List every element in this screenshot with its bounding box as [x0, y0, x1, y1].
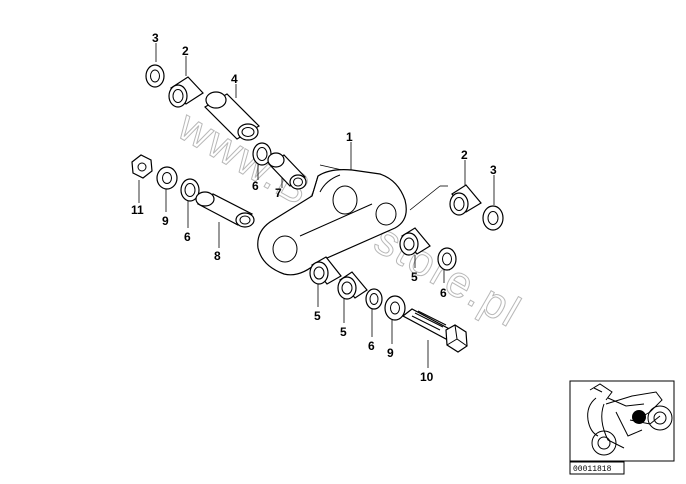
part-11-nut: [131, 154, 153, 179]
part-9-washer-lower: [384, 295, 406, 321]
callout-9-left: 9: [162, 214, 169, 228]
callout-10: 10: [420, 370, 434, 384]
leader-lines: [138, 43, 495, 368]
part-10-bolt: [401, 308, 468, 353]
part-3-washer-left: [145, 64, 165, 88]
part-7-sleeve: [267, 152, 307, 190]
callout-9-lower: 9: [387, 346, 394, 360]
part-9-washer-left: [156, 166, 178, 190]
part-6-seal-right: [437, 247, 457, 271]
part-6-seal-lower: [365, 288, 383, 310]
callout-3-right: 3: [490, 163, 497, 177]
callout-5-lower-b: 5: [340, 325, 347, 339]
part-2-bearing-left: [168, 76, 204, 108]
callout-6-lower: 6: [368, 339, 375, 353]
part-5-bearing-lower-b: [337, 271, 368, 300]
part-4-sleeve: [204, 91, 260, 141]
part-3-washer-right: [482, 205, 504, 231]
part-1-lever: [257, 169, 407, 276]
part-6-seal-left: [180, 178, 200, 202]
callout-8: 8: [214, 249, 221, 263]
callout-6-upper: 6: [252, 179, 259, 193]
part-2-bearing-right: [449, 184, 482, 216]
callout-2-right: 2: [461, 148, 468, 162]
location-marker: [632, 410, 646, 424]
callout-6-left: 6: [184, 230, 191, 244]
vehicle-thumbnail: 00011818: [569, 380, 675, 475]
part-5-bearing-right: [399, 227, 431, 256]
callout-4: 4: [231, 72, 238, 86]
callout-3-left: 3: [152, 31, 159, 45]
callout-5-right: 5: [411, 270, 418, 284]
callout-5-lower-a: 5: [314, 309, 321, 323]
callout-2-left: 2: [182, 44, 189, 58]
callout-6-right: 6: [440, 286, 447, 300]
part-8-sleeve: [195, 191, 255, 228]
callout-7: 7: [275, 186, 282, 200]
callout-1: 1: [346, 130, 353, 144]
callout-11: 11: [131, 203, 144, 217]
part-6-seal-upper: [252, 142, 272, 166]
part-5-bearing-lower-a: [309, 256, 342, 285]
reference-number: 00011818: [573, 465, 612, 474]
callout-labels: 3 2 4 1 2 3 11 9 6 6 7 8 5 6 5 5 6 9 10: [131, 31, 497, 384]
